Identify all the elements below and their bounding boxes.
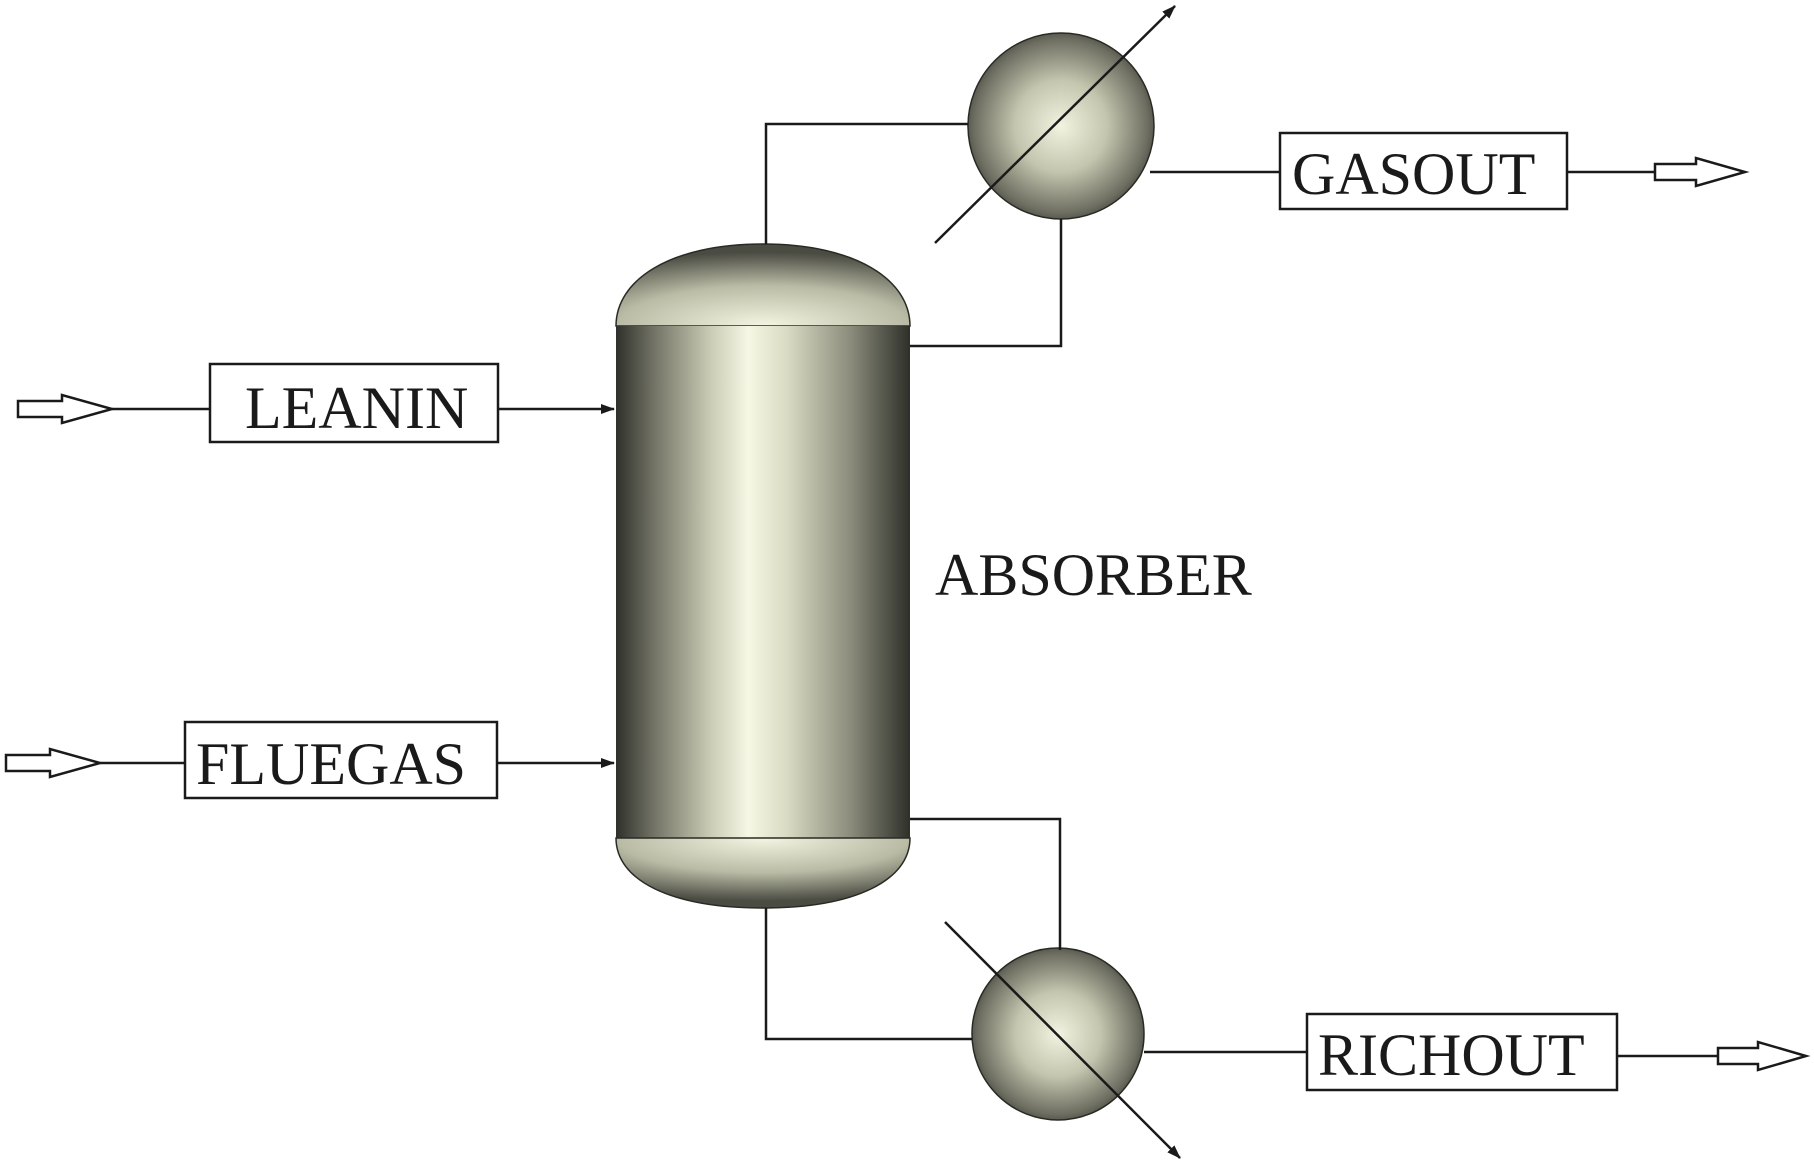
richout-box	[1305, 1012, 1619, 1092]
gasout-product-arrow	[1653, 156, 1750, 188]
bottom-exchanger-arrow	[944, 921, 1181, 1159]
absorber-top-cap	[615, 243, 911, 327]
stream-gasout[interactable]: GASOUT	[1278, 131, 1750, 211]
pipe-column-bottom-to-exchanger	[764, 908, 972, 1041]
pipe-exchanger-to-column-upper	[910, 219, 1063, 348]
richout-product-arrow	[1716, 1040, 1811, 1072]
stream-leanin[interactable]: LEANIN	[16, 362, 615, 444]
leanin-label: LEANIN	[245, 375, 468, 441]
bottom-heat-exchanger[interactable]	[944, 921, 1181, 1159]
pipes	[764, 122, 1307, 1054]
fluegas-box	[183, 720, 499, 800]
leanin-box	[208, 362, 500, 444]
stream-fluegas[interactable]: FLUEGAS	[4, 720, 615, 800]
absorber-body	[616, 326, 910, 838]
fluegas-feed-arrow	[4, 747, 105, 779]
gasout-box	[1278, 131, 1569, 211]
top-heat-exchanger[interactable]	[934, 5, 1176, 244]
top-exchanger-arrow	[934, 5, 1176, 244]
pipe-column-top-to-exchanger	[764, 122, 968, 244]
fluegas-label: FLUEGAS	[196, 731, 466, 797]
richout-label: RICHOUT	[1318, 1022, 1585, 1088]
top-exchanger-shell	[967, 32, 1155, 220]
pipe-column-lower-to-exchanger	[910, 817, 1062, 950]
absorber-bottom-cap	[615, 837, 911, 909]
stream-richout[interactable]: RICHOUT	[1305, 1012, 1811, 1092]
gasout-label: GASOUT	[1292, 141, 1535, 207]
absorber-label: ABSORBER	[935, 542, 1252, 608]
absorber-column[interactable]	[615, 243, 911, 909]
leanin-feed-arrow	[16, 393, 117, 425]
